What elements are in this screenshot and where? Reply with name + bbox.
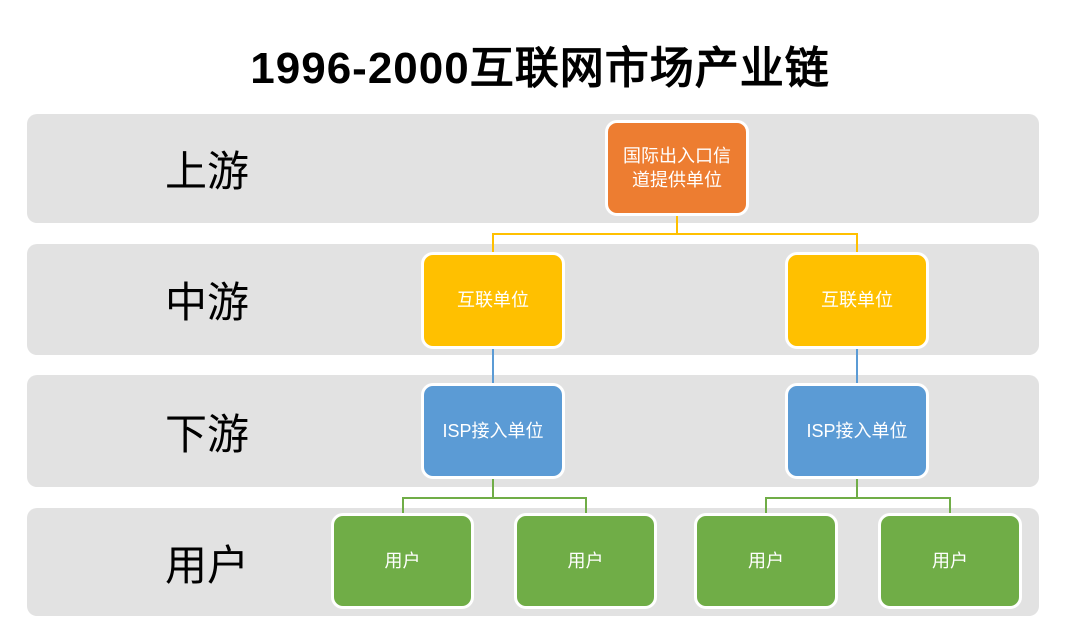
band-label-upstream: 上游: [164, 148, 249, 195]
node-interconnect-unit-right: 互联单位: [785, 252, 929, 349]
band-label-downstream: 下游: [164, 410, 249, 458]
diagram-title: 1996-2000互联网市场产业链: [250, 44, 830, 93]
node-interconnect-unit-left: 互联单位: [421, 252, 565, 349]
node-user-4: 用户: [878, 513, 1022, 609]
node-isp-unit-left: ISP接入单位: [421, 383, 565, 479]
node-international-gateway: 国际出入口信道提供单位: [605, 120, 749, 216]
band-label-midstream: 中游: [164, 279, 249, 326]
band-label-users: 用户: [164, 541, 249, 589]
node-user-3: 用户: [694, 513, 838, 609]
node-user-2: 用户: [514, 513, 657, 609]
band-upstream: 上游: [27, 114, 1039, 223]
node-isp-unit-right: ISP接入单位: [785, 383, 929, 479]
node-user-1: 用户: [331, 513, 474, 609]
